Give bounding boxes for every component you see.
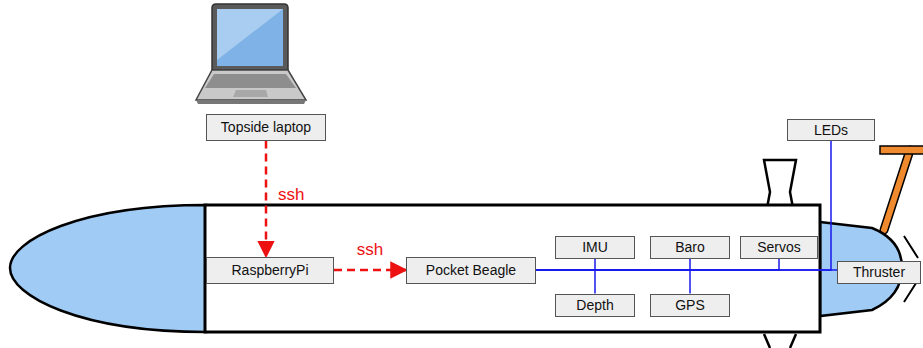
box-label: Baro — [675, 239, 705, 255]
component-box: Servos — [740, 236, 818, 259]
bus-wire — [536, 270, 690, 294]
box-label: RaspberryPi — [231, 262, 308, 278]
component-box: Depth — [555, 294, 635, 317]
arm — [884, 150, 910, 230]
component-box: Topside laptop — [206, 114, 326, 141]
nose-cone — [10, 205, 206, 332]
box-label: Topside laptop — [221, 119, 311, 135]
component-box: Pocket Beagle — [406, 257, 536, 284]
edge-label: ssh — [357, 240, 383, 260]
laptop-icon — [196, 4, 306, 104]
component-box: LEDs — [787, 119, 875, 141]
component-box: RaspberryPi — [206, 257, 334, 284]
box-label: Servos — [757, 239, 801, 255]
bottom-fin — [764, 334, 796, 348]
component-box: GPS — [650, 294, 730, 317]
bus-wire — [536, 259, 595, 271]
hull — [205, 205, 820, 332]
ssh-arrow — [334, 269, 406, 272]
box-label: Depth — [576, 297, 613, 313]
box-label: LEDs — [814, 122, 848, 138]
bus-wire — [536, 141, 831, 270]
box-label: IMU — [582, 239, 608, 255]
component-box: IMU — [555, 236, 635, 259]
bus-wire — [536, 259, 779, 271]
ssh-arrow — [265, 141, 268, 257]
box-label: Pocket Beagle — [426, 262, 516, 278]
bus-wire — [536, 269, 837, 271]
bus-wire — [536, 270, 595, 294]
box-label: Thruster — [853, 264, 905, 280]
box-label: GPS — [675, 297, 705, 313]
edge-label: ssh — [278, 185, 304, 205]
bus-wire — [536, 259, 690, 271]
component-box: Baro — [650, 236, 730, 259]
component-box: Thruster — [837, 261, 921, 284]
